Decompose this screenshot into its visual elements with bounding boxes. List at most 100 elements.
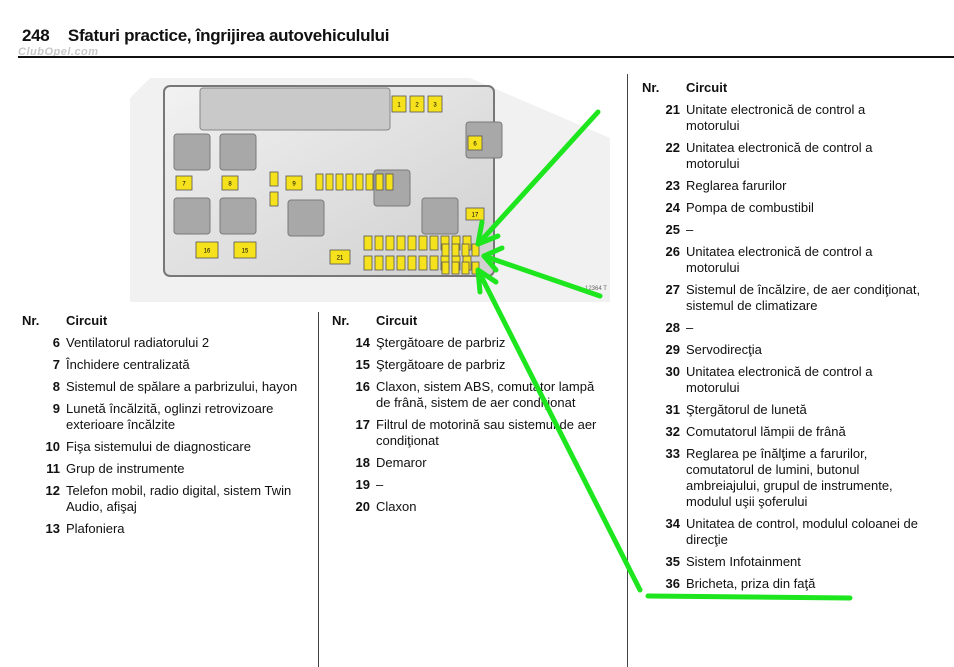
circuit-row: 19– <box>332 477 612 493</box>
fuse <box>451 243 460 257</box>
fuse: 1 <box>391 95 407 113</box>
fuse <box>374 255 384 271</box>
circuit-number: 12 <box>45 483 60 498</box>
circuit-number: 10 <box>45 439 60 454</box>
circuit-number: 17 <box>355 417 370 432</box>
diagram-code: 12364 T <box>585 286 607 292</box>
fuse <box>471 261 480 275</box>
circuit-number: 22 <box>665 140 680 155</box>
circuit-number: 34 <box>665 516 680 531</box>
fuse <box>325 173 334 191</box>
circuit-number: 7 <box>52 357 60 372</box>
fuse: 17 <box>465 207 485 221</box>
circuit-description: Sistem Infotainment <box>686 554 801 569</box>
svg-text:17: 17 <box>472 213 479 219</box>
fuse <box>471 243 480 257</box>
svg-text:9: 9 <box>292 182 296 188</box>
fuse <box>345 173 354 191</box>
header-circuit: Circuit <box>686 80 728 95</box>
divider-middle <box>318 312 319 667</box>
circuit-number: 28 <box>665 320 680 335</box>
circuit-description: Sistemul de încălzire, de aer condiţiona… <box>686 282 921 313</box>
header-nr: Nr. <box>332 313 350 328</box>
fuse <box>451 261 460 275</box>
fuse <box>429 235 439 251</box>
relay <box>287 199 325 237</box>
svg-text:15: 15 <box>242 249 249 255</box>
circuit-description: Unitatea electronică de control a motoru… <box>686 364 873 395</box>
circuit-description: Fişa sistemului de diagnosticare <box>66 439 251 454</box>
circuit-number: 36 <box>665 576 680 591</box>
circuit-number: 19 <box>355 477 370 492</box>
svg-text:3: 3 <box>433 103 437 109</box>
page-header: 248 Sfaturi practice, îngrijirea autoveh… <box>22 26 389 46</box>
fuse <box>396 255 406 271</box>
fuse <box>269 171 279 187</box>
fuse <box>407 235 417 251</box>
circuit-row: 28– <box>642 320 922 336</box>
circuit-description: Sistemul de spălare a parbrizului, hayon <box>66 379 298 394</box>
circuit-description: Telefon mobil, radio digital, sistem Twi… <box>66 483 292 514</box>
fuse: 3 <box>427 95 443 113</box>
circuit-description: Ştergătorul de lunetă <box>686 402 807 417</box>
circuit-description: Ventilatorul radiatorului 2 <box>66 335 210 350</box>
circuit-number: 15 <box>355 357 370 372</box>
fuse <box>385 173 394 191</box>
circuit-number: 16 <box>355 379 370 394</box>
fuse: 8 <box>221 175 239 191</box>
circuit-description: Bricheta, priza din faţă <box>686 576 816 591</box>
circuit-description: Unitatea electronică de control a motoru… <box>686 244 873 275</box>
circuit-number: 21 <box>665 102 680 117</box>
fuse <box>365 173 374 191</box>
fuse <box>396 235 406 251</box>
circuit-row: 33 Reglarea pe înălţime a farurilor, comu… <box>642 446 922 510</box>
relay <box>219 133 257 171</box>
circuit-description: Unitate electronică de control a motorul… <box>686 102 866 133</box>
fuse <box>385 255 395 271</box>
relay <box>219 197 257 235</box>
circuit-number: 9 <box>52 401 60 416</box>
svg-text:16: 16 <box>204 249 211 255</box>
circuit-number: 33 <box>665 446 680 461</box>
circuit-description: – <box>686 222 694 237</box>
circuit-description: – <box>686 320 694 335</box>
header-circuit: Circuit <box>376 313 418 328</box>
circuit-description: Servodirecţia <box>686 342 762 357</box>
circuit-description: Unitatea de control, modulul coloanei de… <box>686 516 918 547</box>
circuit-row: 12 Telefon mobil, radio digital, sistem T… <box>22 483 302 515</box>
circuit-row: 22 Unitatea electronică de control a moto… <box>642 140 922 172</box>
circuit-description: Grup de instrumente <box>66 461 185 476</box>
circuit-row: 36 Bricheta, priza din faţă <box>642 576 922 592</box>
fuse <box>269 191 279 207</box>
fuse <box>374 235 384 251</box>
circuit-row: 25– <box>642 222 922 238</box>
fuse <box>335 173 344 191</box>
relay <box>173 133 211 171</box>
fuse: 2 <box>409 95 425 113</box>
circuit-description: Unitatea electronică de control a motoru… <box>686 140 873 171</box>
fuse: 7 <box>175 175 193 191</box>
circuit-description: Reglarea pe înălţime a farurilor, comuta… <box>686 446 893 509</box>
fuse: 9 <box>285 175 303 191</box>
fuse <box>429 255 439 271</box>
circuit-row: 11 Grup de instrumente <box>22 461 302 477</box>
fuse: 16 <box>195 241 219 259</box>
page-number: 248 <box>22 26 50 45</box>
circuit-number: 11 <box>46 461 60 476</box>
